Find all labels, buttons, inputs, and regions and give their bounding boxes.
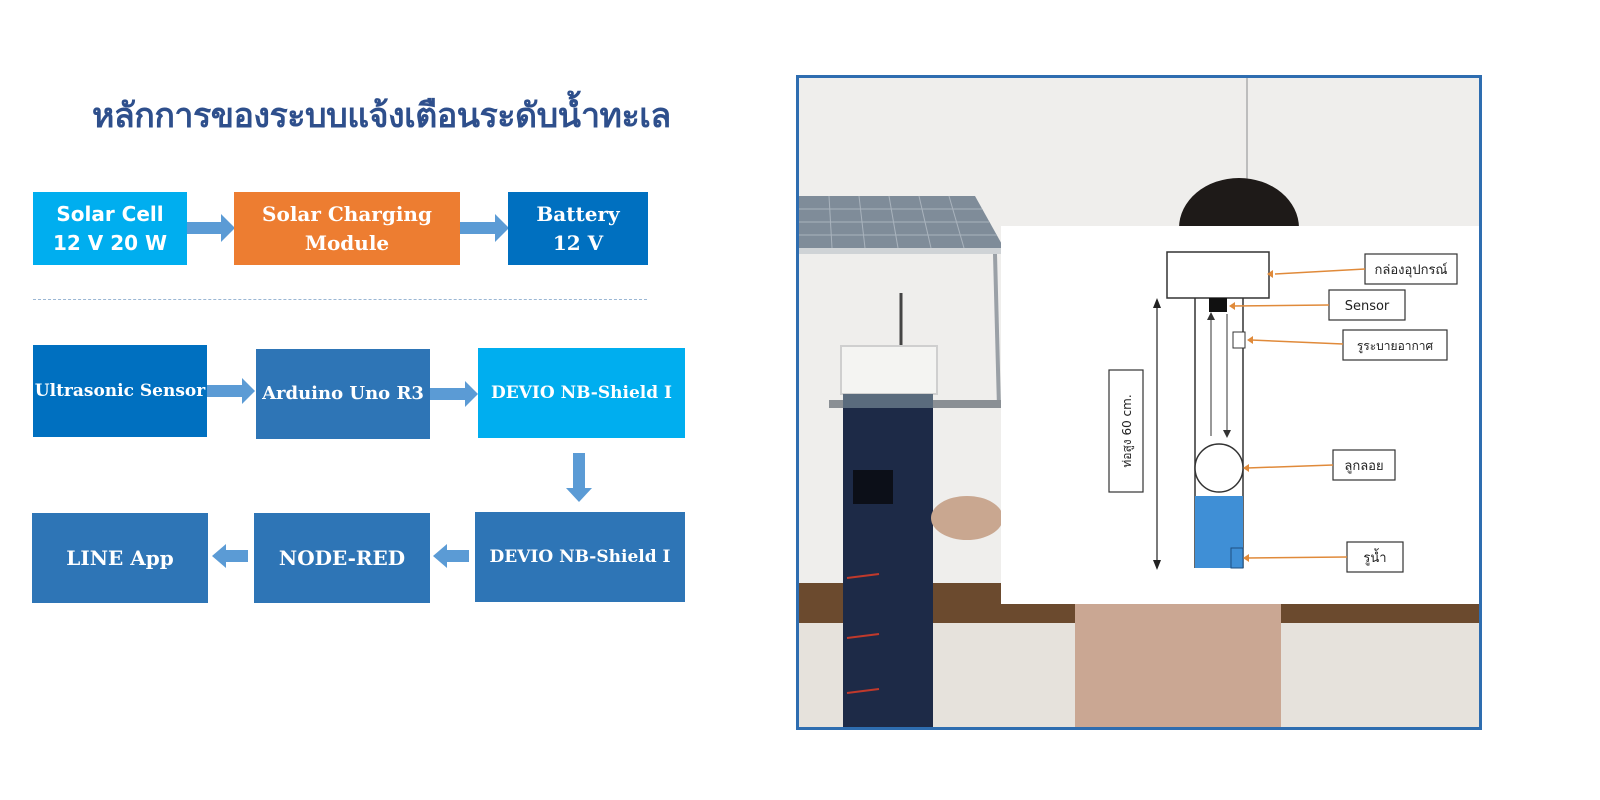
ultrasonic-sensor-box: Ultrasonic Sensor [33, 345, 207, 437]
label-pipe-height: ท่อสูง 60 cm. [1120, 394, 1135, 467]
node-red-label: NODE-RED [278, 545, 406, 570]
arrow-down-icon [566, 453, 592, 502]
ultrasonic-sensor-label: Ultrasonic Sensor [34, 380, 206, 401]
line-app-box: LINE App [32, 513, 208, 603]
battery-box: Battery 12 V [508, 192, 648, 265]
line-app-label: LINE App [66, 545, 174, 570]
label-vent-hole: รูระบายอากาศ [1357, 339, 1434, 354]
arrow-right-icon [207, 378, 255, 404]
prototype-scene: กล่องอุปกรณ์ Sensor รูระบายอากาศ ลูกลอย … [799, 78, 1479, 727]
devio-nb-shield-box-2: DEVIO NB-Shield I [475, 512, 685, 602]
label-sensor: Sensor [1345, 299, 1390, 314]
solar-charging-module-box: Solar Charging Module [234, 192, 460, 265]
prototype-photo: กล่องอุปกรณ์ Sensor รูระบายอากาศ ลูกลอย … [796, 75, 1482, 730]
devio-nb-shield-label-2: DEVIO NB-Shield I [489, 546, 671, 567]
devio-nb-shield-box-1: DEVIO NB-Shield I [478, 348, 685, 438]
node-red-box: NODE-RED [254, 513, 430, 603]
label-float: ลูกลอย [1344, 459, 1383, 474]
arrow-right-icon [187, 214, 235, 242]
battery-label: Battery 12 V [536, 201, 620, 255]
label-water-hole: รูน้ำ [1363, 548, 1386, 566]
label-equipment-box: กล่องอุปกรณ์ [1375, 262, 1448, 278]
devio-nb-shield-label-1: DEVIO NB-Shield I [491, 382, 672, 403]
arrow-left-icon [212, 544, 248, 568]
arduino-label: Arduino Uno R3 [262, 382, 424, 404]
section-divider [33, 299, 647, 300]
arrow-right-icon [430, 381, 478, 407]
solar-charging-module-label: Solar Charging Module [262, 201, 432, 255]
arrow-right-icon [460, 214, 509, 242]
arduino-box: Arduino Uno R3 [256, 349, 430, 439]
page-title: หลักการของระบบแจ้งเตือนระดับน้ำทะเล [92, 96, 671, 136]
arrow-left-icon [433, 544, 469, 568]
solar-cell-label: Solar Cell 12 V 20 W [52, 201, 168, 255]
solar-cell-box: Solar Cell 12 V 20 W [33, 192, 187, 265]
